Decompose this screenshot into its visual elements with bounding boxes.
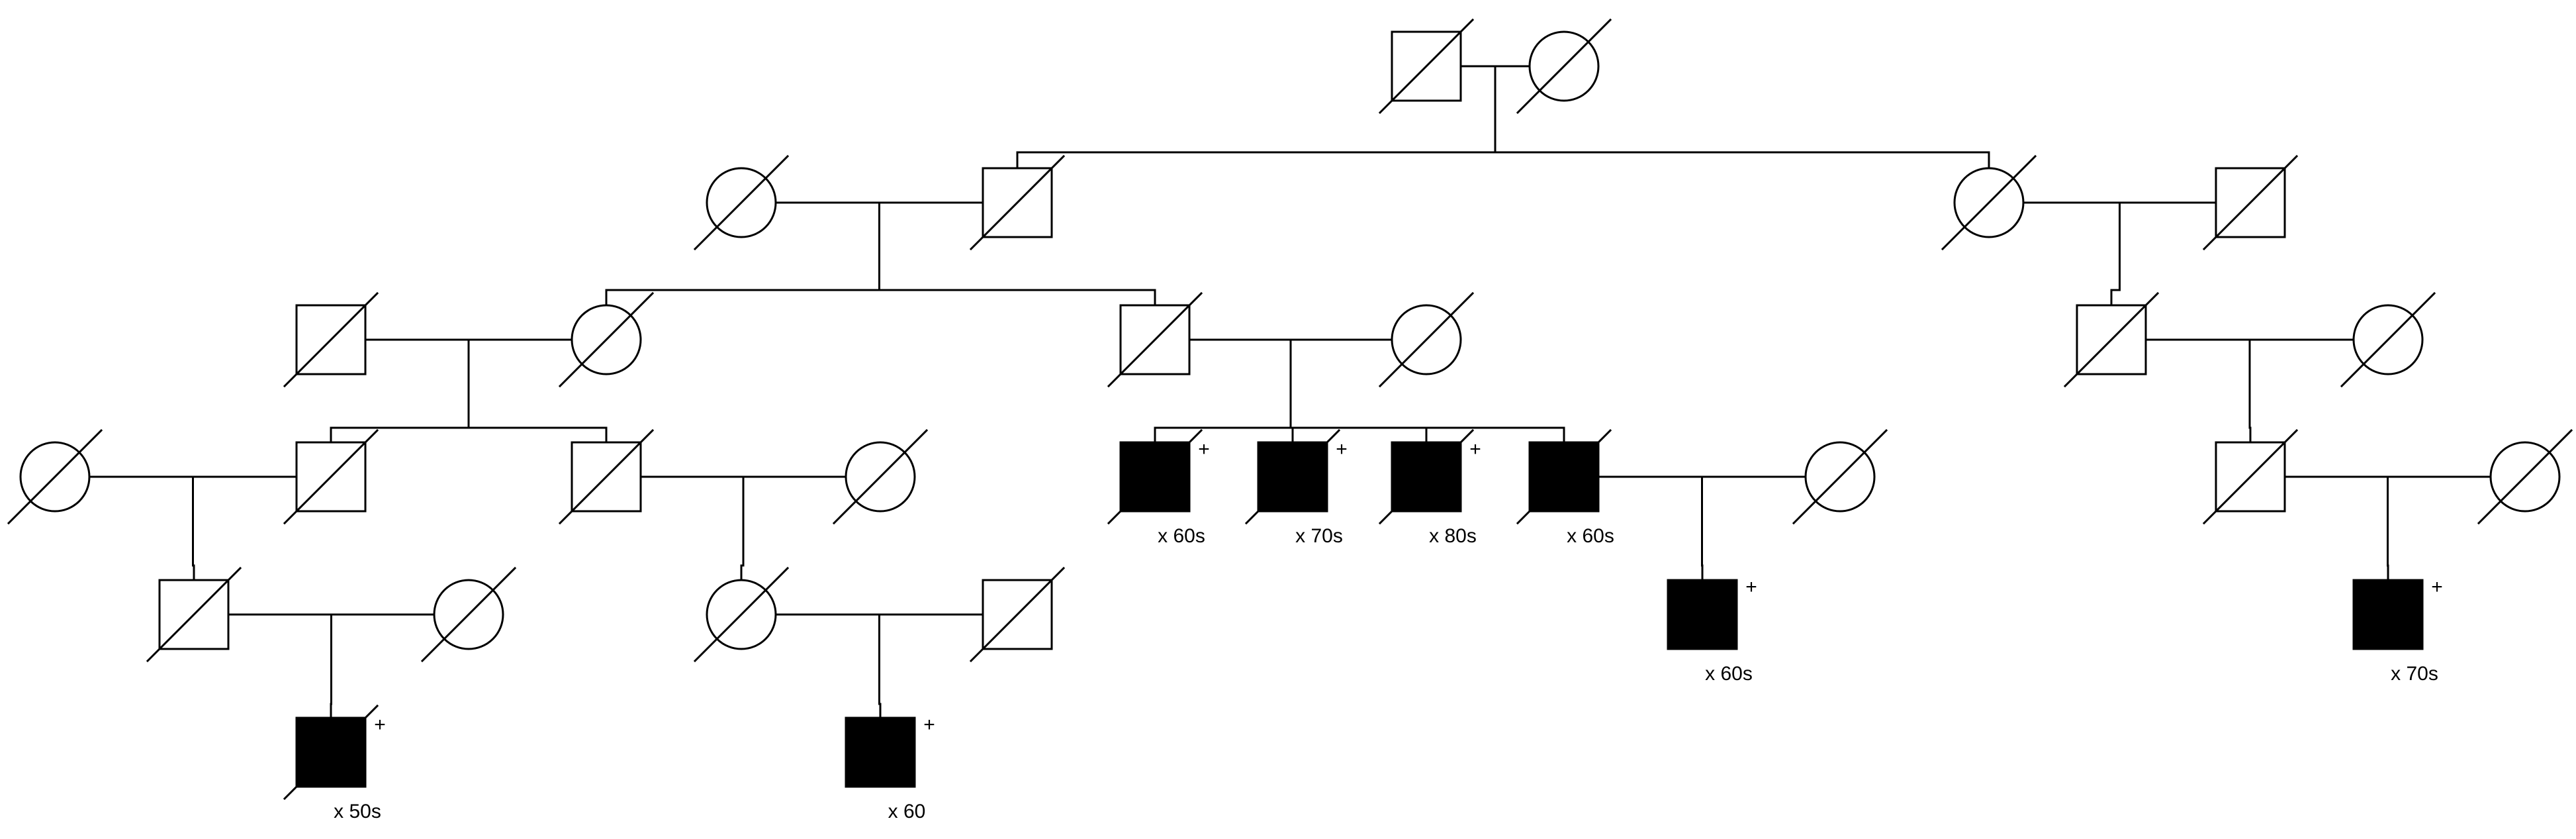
deceased-slash: [2340, 291, 2436, 388]
deceased-slash: [2477, 428, 2573, 525]
plus-marker: +: [374, 714, 386, 736]
plus-marker: +: [1469, 438, 1481, 460]
age-annotation: x 60: [888, 801, 926, 822]
plus-marker: +: [2431, 576, 2443, 598]
deceased-slash: [283, 291, 379, 388]
plus-marker: +: [1745, 576, 1757, 598]
deceased-slash: [969, 154, 1066, 251]
affected-male-g6_b: [845, 716, 916, 788]
deceased-slash: [2202, 428, 2299, 525]
age-annotation: x 50s: [334, 801, 381, 822]
deceased-slash: [693, 566, 790, 663]
deceased-slash: [1378, 428, 1475, 525]
deceased-slash: [1516, 18, 1612, 115]
deceased-slash: [283, 428, 379, 525]
age-annotation: x 70s: [2391, 663, 2438, 685]
deceased-slash: [558, 428, 655, 525]
deceased-slash: [1244, 428, 1341, 525]
affected-male-g5_d: [2352, 579, 2424, 650]
plus-marker: +: [1198, 438, 1210, 460]
deceased-slash: [832, 428, 929, 525]
age-annotation: x 60s: [1158, 525, 1205, 547]
deceased-slash: [1378, 291, 1475, 388]
plus-marker: +: [923, 714, 935, 736]
deceased-slash: [1941, 154, 2037, 251]
deceased-slash: [558, 291, 655, 388]
deceased-slash: [2063, 291, 2160, 388]
age-annotation: x 80s: [1429, 525, 1477, 547]
age-annotation: x 60s: [1567, 525, 1614, 547]
age-annotation: x 60s: [1705, 663, 1753, 685]
plus-marker: +: [1336, 438, 1348, 460]
deceased-slash: [969, 566, 1066, 663]
deceased-slash: [283, 704, 379, 801]
deceased-slash: [1107, 428, 1203, 525]
affected-male-g5_c: [1667, 579, 1738, 650]
deceased-slash: [693, 154, 790, 251]
age-annotation: x 70s: [1295, 525, 1343, 547]
deceased-slash: [146, 566, 242, 663]
deceased-slash: [1792, 428, 1888, 525]
deceased-slash: [7, 428, 103, 525]
deceased-slash: [1378, 18, 1475, 115]
deceased-slash: [1516, 428, 1612, 525]
deceased-slash: [1107, 291, 1203, 388]
deceased-slash: [420, 566, 517, 663]
deceased-slash: [2202, 154, 2299, 251]
